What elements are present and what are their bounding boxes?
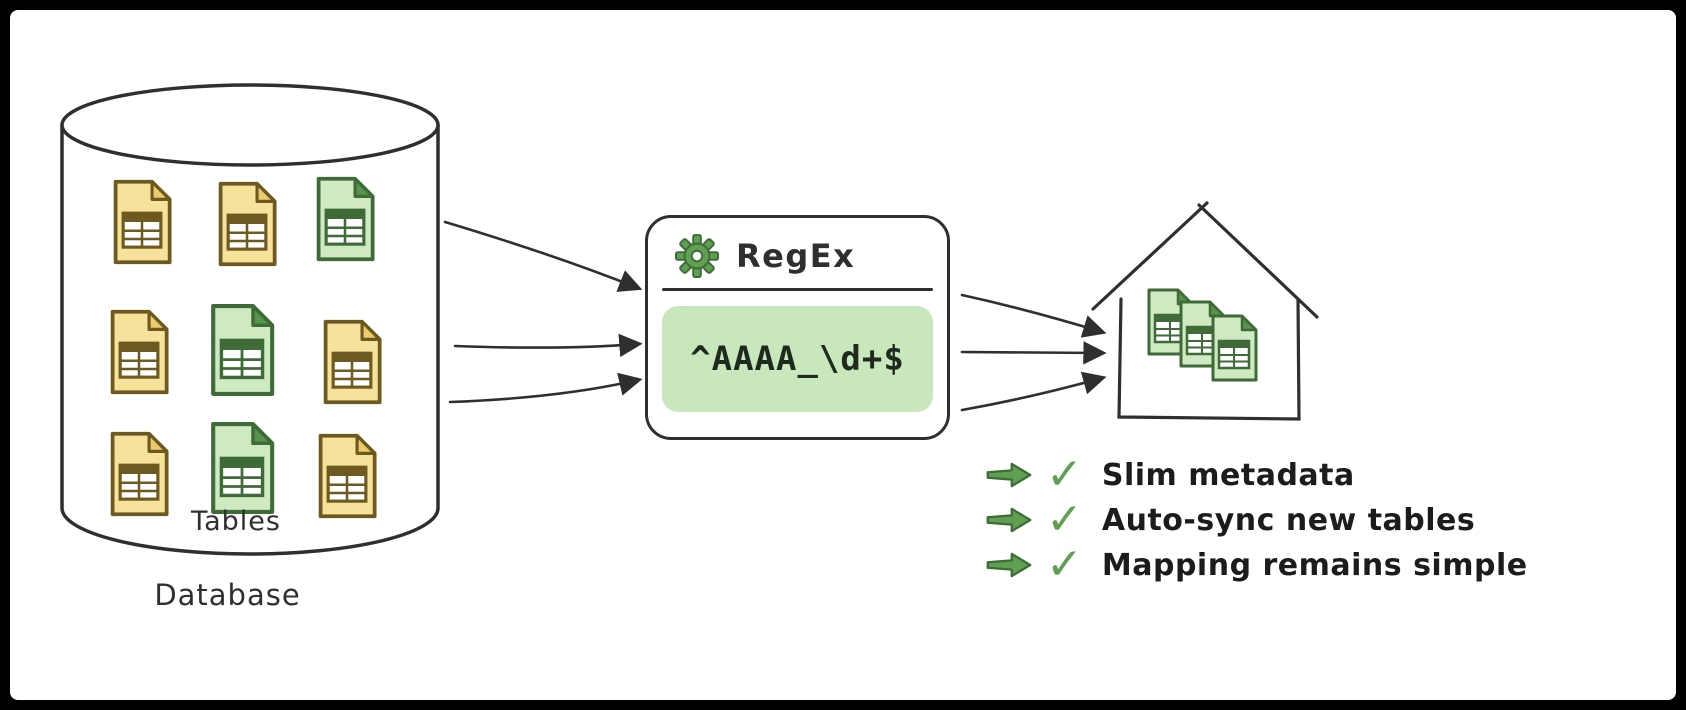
gear-icon: [674, 233, 720, 279]
regex-to-house-arrow: [960, 293, 1107, 338]
regex-box: RegEx ^AAAA_\d+$: [645, 215, 950, 440]
regex-divider: [662, 288, 933, 291]
table-file-icon: [315, 318, 389, 406]
table-file-icon: [310, 432, 384, 520]
benefit-item: ✓ Slim metadata: [985, 452, 1355, 498]
diagram-canvas: Tables Database: [10, 10, 1676, 700]
regex-pattern: ^AAAA_\d+$: [690, 339, 905, 379]
database-caption: Database: [154, 578, 301, 612]
regex-to-house-arrow: [960, 371, 1107, 412]
table-file-icon: [202, 420, 282, 516]
table-file-icon: [105, 178, 179, 266]
arrow-right-icon: [986, 462, 1032, 488]
checkmark-icon: ✓: [1046, 539, 1083, 590]
warehouse-file-icon: [1205, 313, 1263, 383]
table-file-icon: [308, 175, 382, 263]
db-to-regex-arrow: [443, 220, 643, 292]
house-icon: [1091, 201, 1319, 421]
tables-label: Tables: [191, 506, 281, 537]
table-file-icon: [102, 430, 176, 518]
benefit-text: Mapping remains simple: [1101, 547, 1528, 583]
db-to-regex-arrow: [453, 333, 643, 358]
table-file-icon: [102, 308, 176, 396]
benefit-item: ✓ Mapping remains simple: [985, 542, 1528, 588]
table-file-icon: [210, 180, 284, 268]
benefit-item: ✓ Auto-sync new tables: [985, 497, 1475, 543]
checkmark-icon: ✓: [1046, 494, 1083, 545]
table-file-icon: [202, 302, 282, 398]
benefit-text: Slim metadata: [1101, 457, 1355, 493]
warehouse-house: [1085, 195, 1330, 430]
db-to-regex-arrow: [448, 372, 643, 404]
arrow-right-icon: [986, 507, 1032, 533]
checkmark-icon: ✓: [1046, 449, 1083, 500]
benefit-text: Auto-sync new tables: [1101, 502, 1476, 538]
arrow-right-icon: [986, 552, 1032, 578]
regex-header: RegEx: [648, 218, 947, 288]
regex-pattern-pill: ^AAAA_\d+$: [662, 306, 933, 412]
regex-to-house-arrow: [960, 341, 1107, 365]
regex-title: RegEx: [736, 237, 856, 275]
